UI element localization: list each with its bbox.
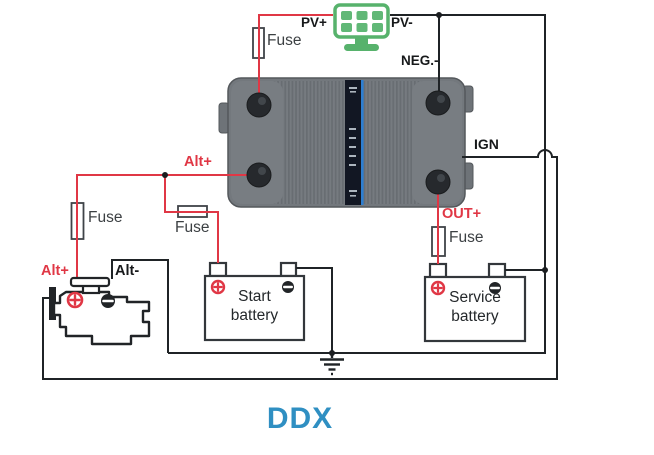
alt-plus-engine-label: Alt+ [41,263,69,279]
device-terminals [246,90,451,195]
start-battery-line1: Start [238,288,271,305]
service-battery-neg-terminal [487,262,507,279]
out-plus-terminal [425,169,451,195]
pv-plus-terminal [246,92,272,118]
out-fuse-label: Fuse [449,229,484,246]
engine-plus-terminal [66,291,84,309]
device-front-stripe [345,80,364,205]
pv-minus-label: PV- [391,15,413,30]
alt-plus-terminal [246,162,272,188]
junction-dots [162,12,548,356]
device-right-cap [412,81,462,204]
service-battery-line1: Service [449,289,501,306]
alt-fuse-label: Fuse [88,209,123,226]
out-plus-label: OUT+ [442,206,482,222]
engine-minus-terminal [101,294,115,308]
start-battery-label: Start battery [205,288,304,326]
start-battery-pos-terminal [208,261,228,278]
battery-polarity-marks [210,279,501,296]
start-battery-positive-wire [164,175,219,263]
service-battery-pos-terminal [428,262,448,279]
diagram-title: DDX [266,402,334,435]
alt-positive-wire [76,174,259,280]
dcdc-charger-device [218,77,474,208]
neg-label: NEG.- [401,53,439,68]
solar-panel-icon [333,3,390,51]
start-battery-negative-wire [296,267,333,353]
pv-plus-label: PV+ [301,15,327,30]
pv-positive-wire [258,14,333,105]
start-battery-neg-terminal [279,261,298,278]
pv-fuse-label: Fuse [267,32,302,49]
start-fuse-label: Fuse [175,219,210,236]
neg-terminal [425,90,451,116]
start-battery-line2: battery [230,306,279,324]
engine-shaft [49,287,56,320]
service-minus-mark [489,282,501,294]
engine-icon [49,276,151,346]
start-minus-mark [282,281,294,293]
service-battery-label: Service battery [425,289,525,327]
ign-wire [42,149,558,380]
alt-minus-label: Alt- [115,263,140,279]
service-plus-mark [430,280,446,296]
pv-negative-wire [168,14,546,354]
engine-cap [69,276,111,288]
alt-plus-device-label: Alt+ [184,154,212,170]
ground-symbol [320,353,344,376]
service-battery-line2: battery [451,307,499,325]
ign-label: IGN [474,136,499,152]
start-plus-mark [210,279,226,295]
positive-wires [76,14,439,280]
negative-wires [42,14,558,380]
alt-negative-wire [111,259,169,353]
